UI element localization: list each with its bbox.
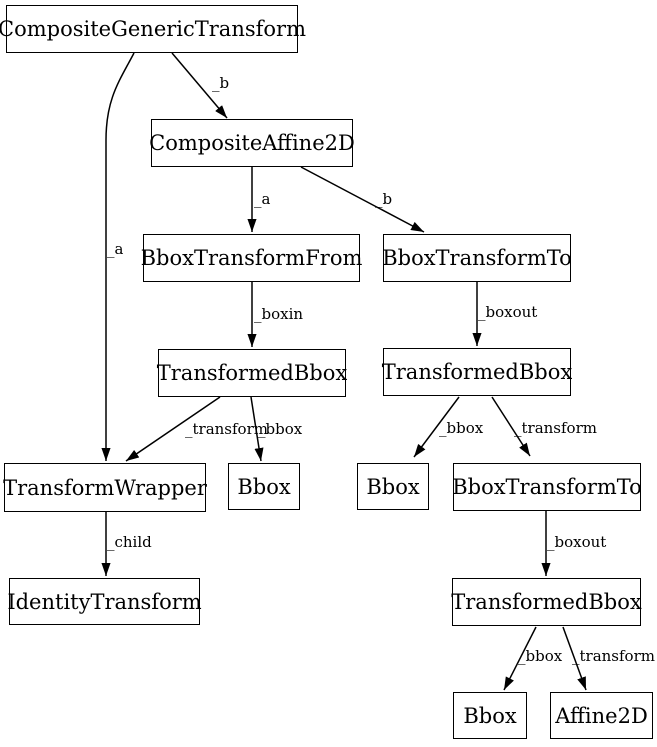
node-bbox-transform-to-2: BboxTransformTo <box>452 463 642 511</box>
node-bbox-left: Bbox <box>228 463 300 510</box>
edge-compositegeneric-to-transformwrapper <box>101 52 135 461</box>
node-identity-transform: IdentityTransform <box>7 578 202 625</box>
node-bbox-mid: Bbox <box>357 463 429 510</box>
node-transformed-bbox-bottom: TransformedBbox <box>451 578 642 626</box>
node-transformed-bbox-left: TransformedBbox <box>157 349 347 397</box>
edge-label-boxin: _boxin <box>254 305 304 323</box>
edge-transformedbbox-bottom-to-bbox-bottom <box>503 626 537 691</box>
node-transform-wrapper: TransformWrapper <box>3 463 207 512</box>
edge-label-a-mid: _a <box>254 190 271 208</box>
node-bbox-transform-from: BboxTransformFrom <box>141 234 362 282</box>
edge-transformedbbox-left-to-transformwrapper <box>125 396 221 462</box>
node-transformed-bbox-right: TransformedBbox <box>382 348 572 396</box>
edge-compositegeneric-to-compositeaffine <box>171 52 228 119</box>
edge-transformedbbox-left-to-bbox-left <box>250 396 264 462</box>
edge-label-transform-bottom: _transform <box>572 647 655 665</box>
edge-label-bbox-left: _bbox <box>258 420 303 438</box>
edge-transformedbbox-right-to-bboxtransformto2 <box>491 396 531 457</box>
edge-transformedbbox-bottom-to-affine2d <box>562 626 587 691</box>
edge-label-transform-right: _transform <box>514 419 597 437</box>
edge-label-b-mid: _b <box>375 190 393 208</box>
node-composite-generic-transform: CompositeGenericTransform <box>0 5 306 53</box>
edge-label-child: _child <box>107 533 152 551</box>
edge-label-a-long: _a <box>107 240 124 258</box>
edge-label-bbox-bottom: _bbox <box>518 647 563 665</box>
edge-label-boxout-2: _boxout <box>547 533 607 551</box>
node-affine2d: Affine2D <box>550 692 653 739</box>
edge-label-bbox-right: _bbox <box>439 419 484 437</box>
edge-label-boxout-1: _boxout <box>478 303 538 321</box>
edge-label-b-top: _b <box>212 74 230 92</box>
node-bbox-transform-to-1: BboxTransformTo <box>382 234 572 282</box>
node-bbox-bottom: Bbox <box>453 692 527 739</box>
edge-transformedbbox-right-to-bbox-mid <box>413 396 460 458</box>
node-composite-affine2d: CompositeAffine2D <box>149 119 355 167</box>
edge-label-transform-left: _transform <box>185 420 268 438</box>
edge-compositeaffine-to-bboxtransformto1 <box>300 166 425 233</box>
